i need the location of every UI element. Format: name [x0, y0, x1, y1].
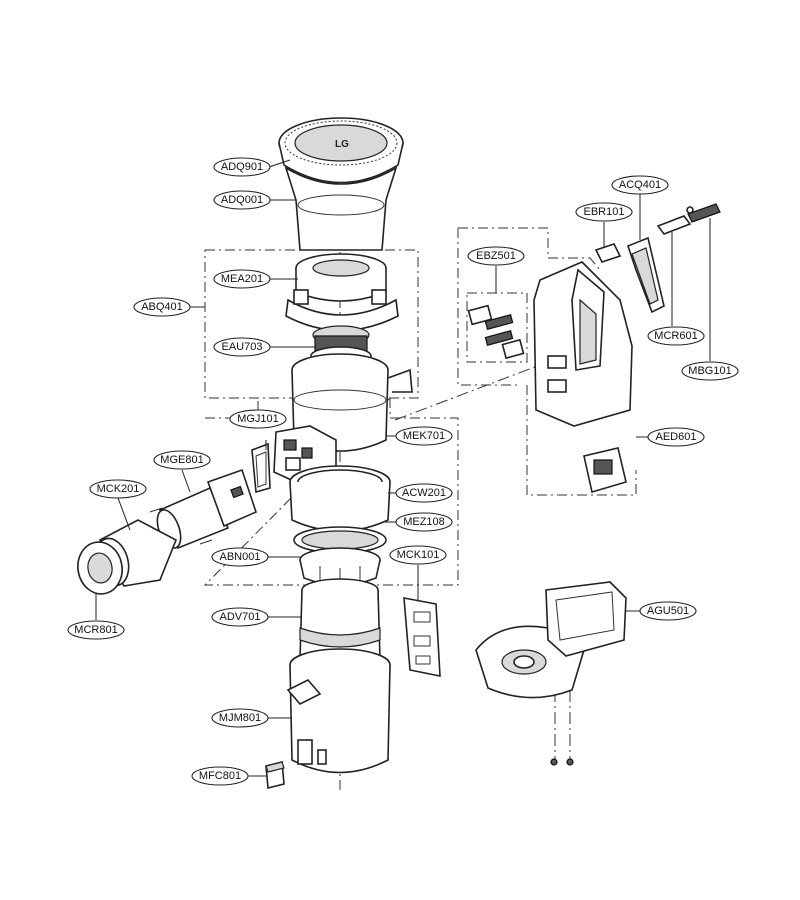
callout-mcr801: MCR801	[67, 620, 125, 640]
callout-label: MEZ108	[403, 516, 445, 528]
callout-mea201: MEA201	[213, 269, 271, 289]
mount-bracket-part	[403, 597, 441, 677]
callout-mgj101: MGJ101	[229, 409, 287, 429]
callout-mcr601: MCR601	[647, 326, 705, 346]
callout-mez108: MEZ108	[395, 512, 453, 532]
callout-agu501: AGU501	[639, 601, 697, 621]
handle-grip-part	[627, 236, 665, 314]
callout-label: ADV701	[220, 611, 261, 623]
callout-label: MGE801	[160, 454, 203, 466]
callout-label: ACW201	[402, 487, 446, 499]
callout-acq401: ACQ401	[611, 175, 669, 195]
callout-label: EBZ501	[476, 250, 516, 262]
filter-holder-part	[285, 253, 399, 332]
callout-label: MEK701	[403, 430, 445, 442]
leader-lines	[95, 159, 711, 777]
callout-label: EBR101	[584, 206, 625, 218]
callout-label: EAU703	[222, 341, 263, 353]
callout-label: MFC801	[199, 770, 241, 782]
callout-label: ACQ401	[619, 179, 661, 191]
callout-abn001: ABN001	[211, 547, 269, 567]
callout-adq001: ADQ001	[213, 190, 271, 210]
nozzle-cap-part	[77, 541, 123, 595]
callout-label: MCK101	[397, 549, 440, 561]
cover-part	[656, 215, 692, 235]
button-part	[594, 243, 622, 263]
top-cap-part: LG	[278, 117, 404, 184]
filter-mesh-part	[299, 547, 381, 586]
cyclone-top-part	[289, 465, 391, 532]
callout-abq401: ABQ401	[133, 297, 191, 317]
gasket-part	[251, 442, 271, 494]
clip-part	[265, 760, 285, 790]
callout-mjm801: MJM801	[211, 708, 269, 728]
callout-label: AGU501	[647, 605, 689, 617]
callout-label: ABQ401	[141, 301, 183, 313]
callout-mbg101: MBG101	[681, 361, 739, 381]
lg-logo: LG	[335, 139, 349, 150]
callout-adv701: ADV701	[211, 607, 269, 627]
cyclone-body-part	[299, 578, 381, 669]
callout-mck101: MCK101	[389, 545, 447, 565]
switch-parts	[467, 304, 525, 360]
callout-ebz501: EBZ501	[467, 246, 525, 266]
callout-mge801: MGE801	[153, 450, 211, 470]
callout-adq901: ADQ901	[213, 157, 271, 177]
base-part	[475, 581, 627, 766]
handle-housing-part	[533, 261, 633, 494]
callout-label: MCR601	[654, 330, 697, 342]
callout-label: MCR801	[74, 624, 117, 636]
callout-label: MEA201	[221, 273, 263, 285]
callout-mck201: MCK201	[89, 479, 147, 499]
upper-body-part	[284, 166, 398, 251]
callout-acw201: ACW201	[395, 483, 453, 503]
callout-ebr101: EBR101	[575, 202, 633, 222]
callout-label: MCK201	[97, 483, 140, 495]
callout-mek701: MEK701	[395, 426, 453, 446]
callout-label: MGJ101	[237, 413, 279, 425]
callout-label: ADQ901	[221, 161, 263, 173]
callout-aed601: AED601	[647, 427, 705, 447]
callout-eau703: EAU703	[213, 337, 271, 357]
inlet-assembly-part	[149, 468, 257, 550]
callout-label: ABN001	[220, 551, 261, 563]
seal-ring-part	[293, 526, 387, 554]
small-bracket-part	[686, 203, 721, 223]
callout-label: ADQ001	[221, 194, 263, 206]
callout-label: AED601	[656, 431, 697, 443]
callout-label: MBG101	[688, 365, 731, 377]
callout-mfc801: MFC801	[191, 766, 249, 786]
dust-bin-part	[286, 648, 391, 774]
callout-label: MJM801	[219, 712, 261, 724]
